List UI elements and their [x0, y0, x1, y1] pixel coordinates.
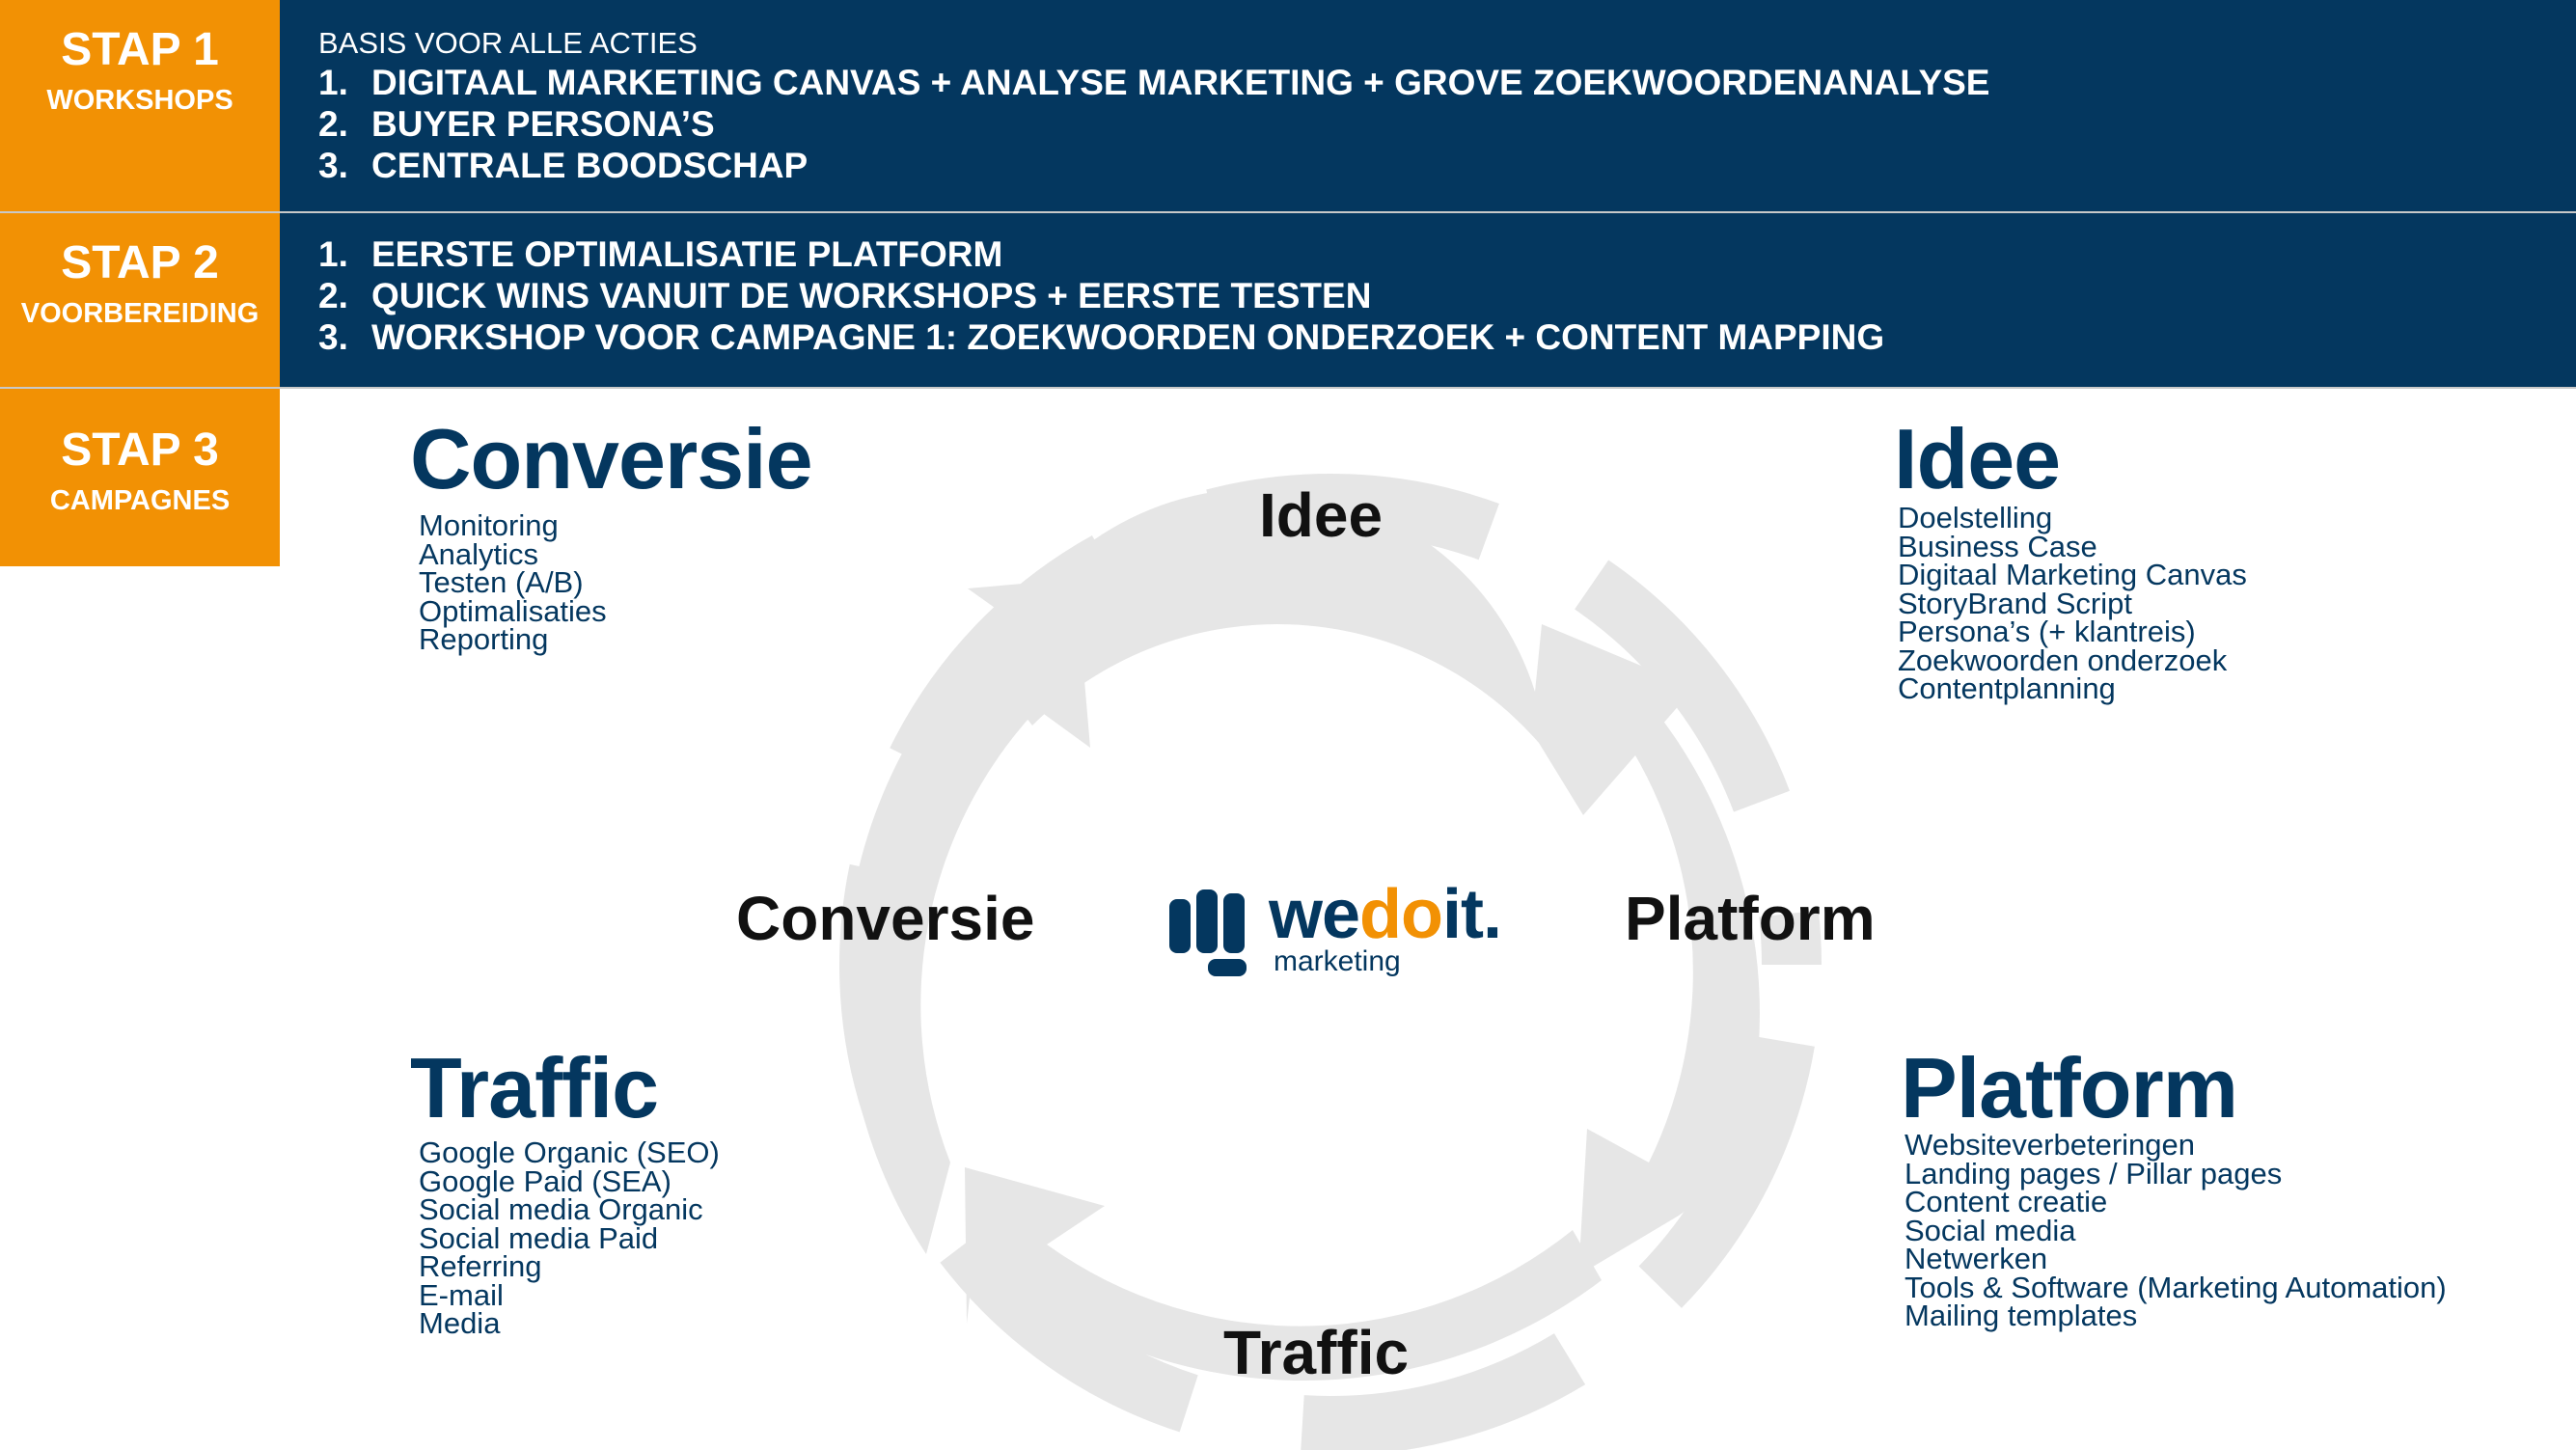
cycle-label-right: Platform	[1625, 884, 1876, 953]
list-item: Business Case	[1898, 529, 2097, 563]
step-1-item: 2.BUYER PERSONA’S	[318, 104, 715, 144]
step-2-item: 1.EERSTE OPTIMALISATIE PLATFORM	[318, 234, 1003, 274]
step-2-item: 2.QUICK WINS VANUIT DE WORKSHOPS + EERST…	[318, 276, 1372, 315]
logo-subtext: marketing	[1274, 945, 1401, 977]
step-1-intro: BASIS VOOR ALLE ACTIES	[318, 26, 698, 60]
step-2-subtitle: VOORBEREIDING	[20, 298, 260, 329]
section-list-traffic: Google Organic (SEO) Google Paid (SEA) S…	[419, 1135, 720, 1340]
logo-wordmark: wedoit.	[1269, 876, 1502, 953]
list-item: Analytics	[419, 536, 539, 571]
list-item: Zoekwoorden onderzoek	[1898, 643, 2228, 677]
list-item: Reporting	[419, 622, 549, 656]
list-item: Content creatie	[1905, 1185, 2108, 1218]
list-item: Persona’s (+ klantreis)	[1898, 615, 2196, 648]
section-title-idee: Idee	[1894, 411, 2061, 506]
list-item: Social media	[1905, 1213, 2076, 1247]
step-1-subtitle: WORKSHOPS	[46, 85, 233, 116]
section-list-idee: Doelstelling Business Case Digitaal Mark…	[1898, 501, 2247, 705]
cycle-label-bottom: Traffic	[1223, 1318, 1410, 1387]
list-item: Landing pages / Pillar pages	[1905, 1156, 2283, 1190]
section-title-conversie: Conversie	[410, 411, 813, 506]
divider	[0, 387, 2576, 389]
divider	[0, 211, 2576, 213]
logo-mark-icon	[1169, 889, 1247, 976]
step-3-title: STAP 3	[61, 424, 219, 476]
list-item: Websiteverbeteringen	[1905, 1128, 2195, 1162]
list-item: Google Organic (SEO)	[419, 1135, 720, 1169]
step-1-title: STAP 1	[61, 24, 219, 75]
cycle-arrow-top-right	[990, 488, 1694, 815]
step-2-title: STAP 2	[61, 237, 219, 288]
list-item: Media	[419, 1306, 501, 1340]
list-item: Monitoring	[419, 508, 559, 542]
section-list-platform: Websiteverbeteringen Landing pages / Pil…	[1905, 1128, 2447, 1332]
step-1-label: STAP 1 WORKSHOPS	[0, 0, 280, 211]
list-item: Mailing templates	[1905, 1299, 2138, 1332]
list-item: Google Paid (SEA)	[419, 1163, 671, 1198]
cycle-arrow-bottom-right	[1578, 690, 1760, 1275]
step-3-subtitle: CAMPAGNES	[49, 485, 231, 516]
step-3-label: STAP 3 CAMPAGNES	[0, 389, 280, 566]
step-2-item: 3.WORKSHOP VOOR CAMPAGNE 1: ZOEKWOORDEN …	[318, 317, 1885, 357]
section-title-platform: Platform	[1901, 1040, 2238, 1135]
cycle-arrow-bottom-left	[965, 1167, 1602, 1382]
list-item: Optimalisaties	[419, 593, 607, 628]
list-item: Contentplanning	[1898, 671, 2116, 705]
cycle-label-top: Idee	[1259, 480, 1384, 550]
list-item: StoryBrand Script	[1898, 586, 2132, 620]
step-2-band: 1.EERSTE OPTIMALISATIE PLATFORM 2.QUICK …	[280, 213, 2576, 387]
list-item: Referring	[419, 1249, 542, 1283]
step-1-band: BASIS VOOR ALLE ACTIES 1.DIGITAAL MARKET…	[280, 0, 2576, 211]
list-item: Social media Paid	[419, 1220, 659, 1255]
cycle-label-left: Conversie	[736, 884, 1035, 953]
list-item: E-mail	[419, 1277, 504, 1312]
step-1-item: 3.CENTRALE BOODSCHAP	[318, 146, 808, 185]
list-item: Netwerken	[1905, 1242, 2048, 1275]
list-item: Social media Organic	[419, 1192, 703, 1226]
list-item: Doelstelling	[1898, 501, 2053, 534]
list-item: Digitaal Marketing Canvas	[1898, 558, 2247, 591]
list-item: Tools & Software (Marketing Automation)	[1905, 1270, 2447, 1304]
step-1-item: 1.DIGITAAL MARKETING CANVAS + ANALYSE MA…	[318, 63, 1990, 102]
list-item: Testen (A/B)	[419, 565, 584, 599]
step-2-label: STAP 2 VOORBEREIDING	[0, 213, 280, 387]
section-list-conversie: Monitoring Analytics Testen (A/B) Optima…	[419, 508, 607, 656]
section-title-traffic: Traffic	[410, 1040, 659, 1135]
